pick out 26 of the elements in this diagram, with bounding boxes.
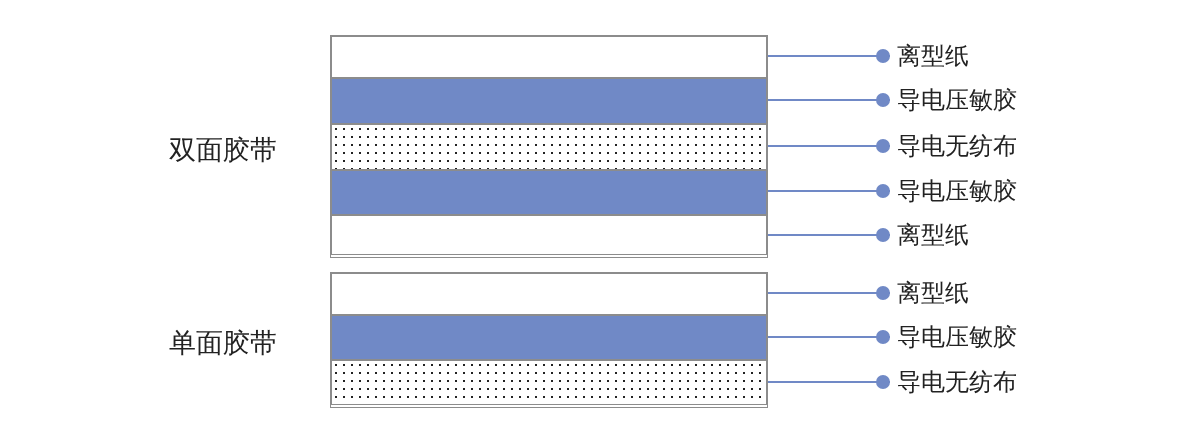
layer (331, 273, 767, 315)
layer-label: 导电压敏胶 (897, 322, 1017, 352)
leader-line (766, 93, 891, 107)
leader-line (766, 286, 891, 300)
layer (331, 36, 767, 78)
group-title: 单面胶带 (169, 326, 277, 360)
leader-line (766, 184, 891, 198)
dotted-layer (331, 360, 767, 405)
leader-line (766, 228, 891, 242)
layer-label: 离型纸 (897, 41, 969, 71)
layer (331, 170, 767, 215)
leader-line (766, 375, 891, 389)
layer-label: 离型纸 (897, 278, 969, 308)
leader-line (766, 139, 891, 153)
layer-label: 离型纸 (897, 220, 969, 250)
layer (331, 315, 767, 360)
leader-line (766, 49, 891, 63)
layer-label: 导电压敏胶 (897, 176, 1017, 206)
layer (331, 78, 767, 124)
layer (331, 215, 767, 255)
layer-label: 导电无纺布 (897, 367, 1017, 397)
layer-label: 导电压敏胶 (897, 85, 1017, 115)
dotted-layer (331, 124, 767, 170)
leader-line (766, 330, 891, 344)
group-title: 双面胶带 (169, 133, 277, 167)
layer-label: 导电无纺布 (897, 131, 1017, 161)
